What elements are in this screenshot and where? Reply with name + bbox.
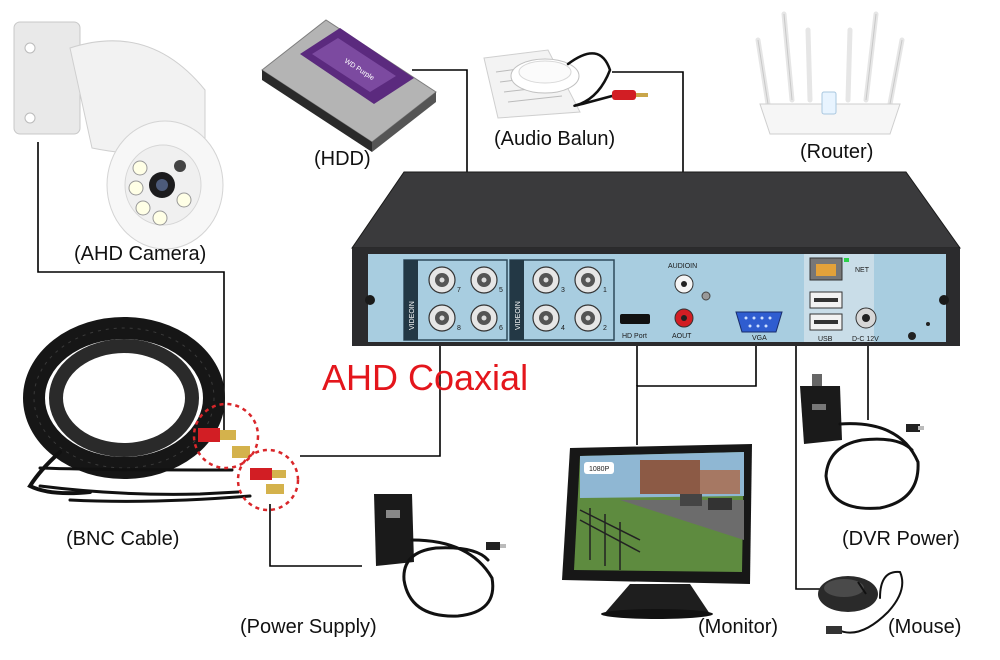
- channel-label: 1: [603, 287, 607, 294]
- highlight-ring: [236, 448, 300, 512]
- monitor-icon: 1080P: [562, 444, 752, 619]
- monitor-badge: 1080P: [589, 466, 610, 473]
- audio-balun-label: (Audio Balun): [494, 128, 615, 150]
- diagram-title: AHD Coaxial: [322, 357, 528, 398]
- mouse-icon: [818, 570, 904, 634]
- vga-label: VGA: [752, 335, 767, 342]
- channel-label: 6: [499, 325, 503, 332]
- channel-label: 3: [561, 287, 565, 294]
- mouse-label: (Mouse): [888, 616, 961, 638]
- dc-label: D-C 12V: [852, 336, 879, 343]
- net-label: NET: [855, 267, 870, 274]
- ahd-camera-icon: [13, 21, 224, 250]
- channel-label: 5: [499, 287, 503, 294]
- channel-label: 4: [561, 325, 565, 332]
- bnc-cable-label: (BNC Cable): [66, 528, 179, 550]
- aout-label: AOUT: [672, 333, 692, 340]
- hdd-icon: WD Purple: [261, 19, 437, 152]
- router-label: (Router): [800, 141, 873, 163]
- hd-port-label: HD Port: [622, 333, 647, 340]
- bnc-cable-icon: [23, 317, 286, 503]
- router-icon: [755, 11, 905, 135]
- videoin-a-label: VIDEOIN: [409, 301, 416, 330]
- channel-label: 7: [457, 287, 461, 294]
- dvr-power-adapter-icon: [800, 374, 924, 510]
- dvr-icon: VIDEOIN VIDEOIN 7 5 8 6 3 1 4: [351, 171, 961, 346]
- channel-label: 8: [457, 325, 461, 332]
- audioin-label: AUDIOIN: [668, 263, 697, 270]
- dvr-power-label: (DVR Power): [842, 528, 960, 550]
- power-supply-adapter-icon: [374, 494, 506, 618]
- usb-label: USB: [818, 336, 833, 343]
- audio-balun-icon: [483, 49, 648, 119]
- monitor-label: (Monitor): [698, 616, 778, 638]
- channel-label: 2: [603, 325, 607, 332]
- hdd-label: (HDD): [314, 148, 371, 170]
- power-supply-label: (Power Supply): [240, 616, 377, 638]
- camera-label: (AHD Camera): [74, 243, 206, 265]
- highlight-ring: [192, 402, 260, 470]
- videoin-b-label: VIDEOIN: [515, 301, 522, 330]
